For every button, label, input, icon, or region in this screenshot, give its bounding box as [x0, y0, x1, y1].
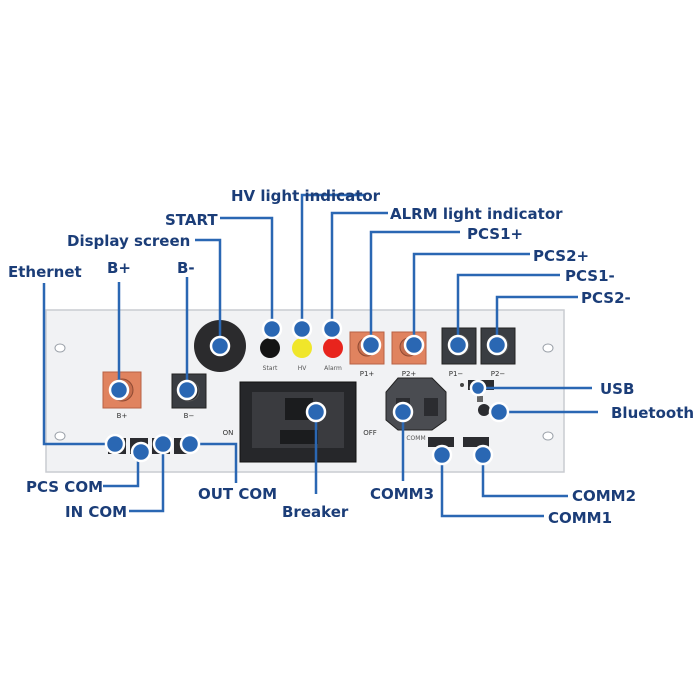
label-pcs2-plus: PCS2+ [533, 247, 589, 265]
p2-plus-caption: P2+ [402, 370, 417, 378]
status-dot [460, 383, 464, 387]
label-comm1: COMM1 [548, 509, 612, 527]
p2-minus-caption: P2− [491, 370, 506, 378]
alarm-light [323, 338, 343, 358]
label-usb: USB [600, 380, 634, 398]
comm2-port[interactable] [463, 437, 489, 447]
bluetooth-indicator [477, 396, 483, 402]
label-hv-light-indicator: HV light indicator [231, 187, 381, 205]
label-out-com: OUT COM [198, 485, 277, 503]
p1-plus-caption: P1+ [360, 370, 375, 378]
callout-markers [104, 318, 510, 466]
breaker-off-caption: OFF [363, 429, 377, 437]
label-pcs-com: PCS COM [26, 478, 103, 496]
comm3-connector [385, 377, 447, 431]
label-b-plus: B+ [107, 259, 131, 277]
label-alrm-light-indicator: ALRM light indicator [390, 205, 563, 223]
label-pcs1-plus: PCS1+ [467, 225, 523, 243]
label-b-minus: B- [177, 259, 195, 277]
bluetooth-button[interactable] [478, 404, 490, 416]
label-display-screen: Display screen [67, 232, 190, 250]
p1-minus-caption: P1− [449, 370, 464, 378]
label-in-com: IN COM [65, 503, 127, 521]
breaker-on-caption: ON [223, 429, 234, 437]
label-comm3: COMM3 [370, 485, 434, 503]
label-comm2: COMM2 [572, 487, 636, 505]
alarm-caption: Alarm [324, 365, 342, 372]
hv-caption: HV [298, 365, 308, 372]
leader-lines [42, 193, 598, 518]
label-start: START [165, 211, 218, 229]
label-breaker: Breaker [282, 503, 349, 521]
start-caption: Start [263, 365, 278, 372]
label-pcs2-minus: PCS2- [581, 289, 631, 307]
comm-caption: COMM [406, 435, 425, 442]
comm1-port[interactable] [428, 437, 454, 447]
hv-light [292, 338, 312, 358]
mounting-holes [54, 343, 554, 441]
label-ethernet: Ethernet [8, 263, 82, 281]
label-pcs1-minus: PCS1- [565, 267, 615, 285]
b-minus-caption: B− [184, 412, 195, 420]
label-bluetooth: Bluetooth [611, 404, 694, 422]
b-plus-caption: B+ [117, 412, 128, 420]
start-button[interactable] [260, 338, 280, 358]
breaker[interactable] [239, 381, 357, 463]
